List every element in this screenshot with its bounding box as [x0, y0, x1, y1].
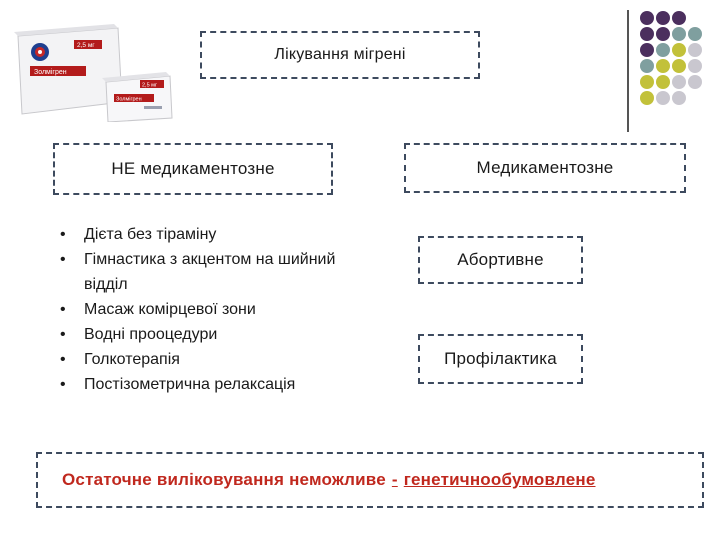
prophylaxis-box: Профілактика [418, 334, 583, 384]
decorative-dot [688, 27, 702, 41]
decorative-dot [640, 75, 654, 89]
medicine-box-front: 2,5 мг Золмігрен [102, 72, 173, 122]
list-item: Голкотерапія [52, 347, 352, 372]
abortive-box: Абортивне [418, 236, 583, 284]
medicine-box-back: Золмігрен 2,5 мг [14, 24, 123, 115]
decorative-dot [672, 91, 686, 105]
decorative-dot [656, 11, 670, 25]
box2-dose: 2,5 мг [142, 83, 157, 89]
box1-label: Золмігрен [34, 68, 67, 76]
decorative-dot [688, 59, 702, 73]
box1-dose: 2,5 мг [77, 42, 95, 49]
list-item: Постізометрична релаксація [52, 372, 352, 397]
decorative-dot [672, 11, 686, 25]
product-image: Золмігрен 2,5 мг 2,5 мг Золмігрен [14, 22, 174, 122]
decorative-dot [688, 43, 702, 57]
decorative-dot [640, 91, 654, 105]
conclusion-box: Остаточне виліковування неможливе - гене… [36, 452, 704, 508]
non-drug-list: Дієта без тіраміну Гімнастика з акцентом… [52, 222, 352, 397]
decorative-dot [672, 59, 686, 73]
drug-heading-box: Медикаментозне [404, 143, 686, 193]
decorative-dot [656, 75, 670, 89]
decorative-dot [672, 43, 686, 57]
decorative-dot [640, 27, 654, 41]
decorative-dot [656, 43, 670, 57]
abortive-label: Абортивне [457, 250, 544, 269]
conclusion-tail: генетичнообумовлене [403, 470, 596, 489]
title-box: Лікування мігрені [200, 31, 480, 79]
conclusion-separator: - [391, 470, 398, 489]
list-item: Масаж комірцевої зони [52, 297, 352, 322]
page-title: Лікування мігрені [274, 46, 406, 63]
list-item: Дієта без тіраміну [52, 222, 352, 247]
list-item: Гімнастика з акцентом на шийний відділ [52, 247, 352, 297]
conclusion-main: Остаточне виліковування неможливе [62, 470, 386, 489]
drug-heading: Медикаментозне [476, 158, 614, 177]
decorative-dot [640, 43, 654, 57]
box2-label: Золмігрен [116, 97, 142, 103]
non-drug-heading: НЕ медикаментозне [111, 159, 275, 178]
decorative-dot [688, 75, 702, 89]
decorative-dot [640, 11, 654, 25]
decorative-dot [656, 91, 670, 105]
decorative-dot [656, 27, 670, 41]
decorative-dot [672, 75, 686, 89]
list-item: Водні прооцедури [52, 322, 352, 347]
non-drug-heading-box: НЕ медикаментозне [53, 143, 333, 195]
decorative-dot [640, 59, 654, 73]
decorative-dot [656, 59, 670, 73]
divider-line [627, 10, 629, 132]
decorative-dot [672, 27, 686, 41]
prophylaxis-label: Профілактика [444, 349, 557, 368]
